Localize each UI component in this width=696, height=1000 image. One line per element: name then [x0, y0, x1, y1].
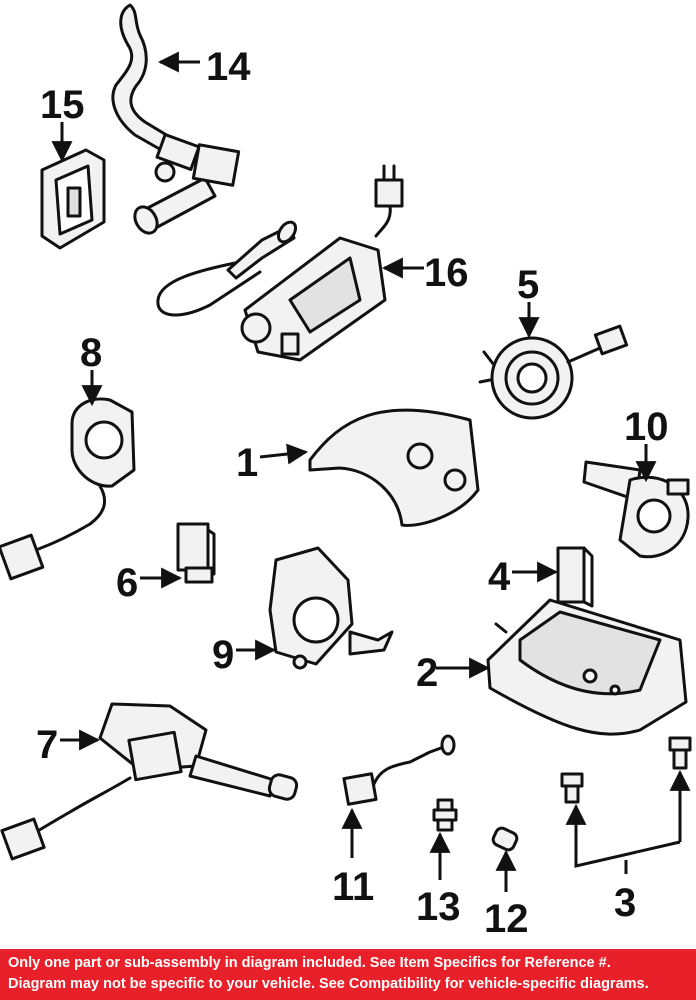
- callout-labels: 14 15 16 5 8 1 10 4 6 9 2 7 11 13 12 3: [36, 45, 669, 941]
- callout-9: 9: [212, 633, 234, 677]
- part-switch-10: [582, 460, 690, 559]
- exploded-parts-diagram: 14 15 16 5 8 1 10 4 6 9 2 7 11 13 12 3: [0, 3, 692, 941]
- callout-1: 1: [236, 441, 258, 485]
- part-module-9: [268, 546, 394, 670]
- callout-6: 6: [116, 561, 138, 605]
- callout-4: 4: [488, 555, 511, 599]
- callout-10: 10: [624, 405, 669, 449]
- callout-7: 7: [36, 723, 58, 767]
- callout-14: 14: [206, 45, 251, 89]
- part-shift-lever-14: [111, 3, 241, 235]
- disclaimer-banner: Only one part or sub-assembly in diagram…: [0, 949, 696, 1000]
- callout-2: 2: [416, 651, 438, 695]
- part-upper-cover-1: [308, 408, 480, 527]
- callout-8: 8: [80, 331, 102, 375]
- callout-3: 3: [614, 881, 636, 925]
- part-multifunction-switch-7: [0, 702, 299, 861]
- part-screw-12: [491, 826, 519, 852]
- callout-11: 11: [332, 865, 374, 909]
- leader-lines: [51, 51, 691, 892]
- part-sensor-6: [176, 522, 216, 584]
- part-ignition-switch-16: [156, 164, 404, 362]
- part-screws-3: [560, 736, 692, 804]
- part-bolt-13: [432, 798, 458, 832]
- disclaimer-line-1: Only one part or sub-assembly in diagram…: [8, 955, 611, 971]
- part-clock-spring-5: [478, 324, 629, 420]
- part-sensor-8: [0, 397, 136, 581]
- callout-12: 12: [484, 897, 529, 941]
- part-bezel-15: [40, 148, 106, 250]
- callout-15: 15: [40, 83, 85, 127]
- part-connector-11: [342, 734, 456, 806]
- disclaimer-line-2: Diagram may not be specific to your vehi…: [8, 976, 649, 992]
- part-bracket-4: [556, 546, 594, 608]
- callout-5: 5: [517, 263, 539, 307]
- callout-13: 13: [416, 885, 461, 929]
- part-lower-cover-2: [486, 598, 688, 736]
- callout-16: 16: [424, 251, 469, 295]
